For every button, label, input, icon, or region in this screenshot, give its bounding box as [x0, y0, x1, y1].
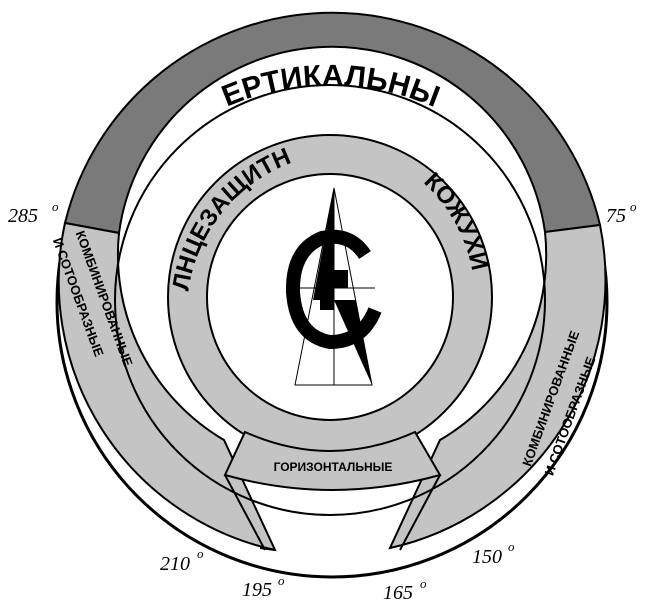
angle-285: 285 [8, 205, 38, 227]
sun-compass-emblem-icon [285, 187, 382, 386]
angle-210: 210 [160, 553, 190, 575]
angle-210-degree: o [197, 546, 204, 561]
angle-150-degree: o [508, 539, 515, 554]
angle-75: 75 [606, 205, 626, 227]
angle-195: 195 [242, 579, 272, 601]
combined-left-sector [57, 221, 277, 552]
angle-75-degree: o [630, 199, 637, 214]
horizontal-label: ГОРИЗОНТАЛЬНЫЕ [274, 460, 393, 474]
angle-165-degree: o [420, 576, 427, 591]
angle-195-degree: o [278, 573, 285, 588]
combined-right-sector [388, 223, 607, 550]
middle-ring [114, 84, 546, 516]
angle-150: 150 [472, 546, 502, 568]
angle-285-degree: o [52, 199, 59, 214]
angle-165: 165 [383, 582, 413, 604]
